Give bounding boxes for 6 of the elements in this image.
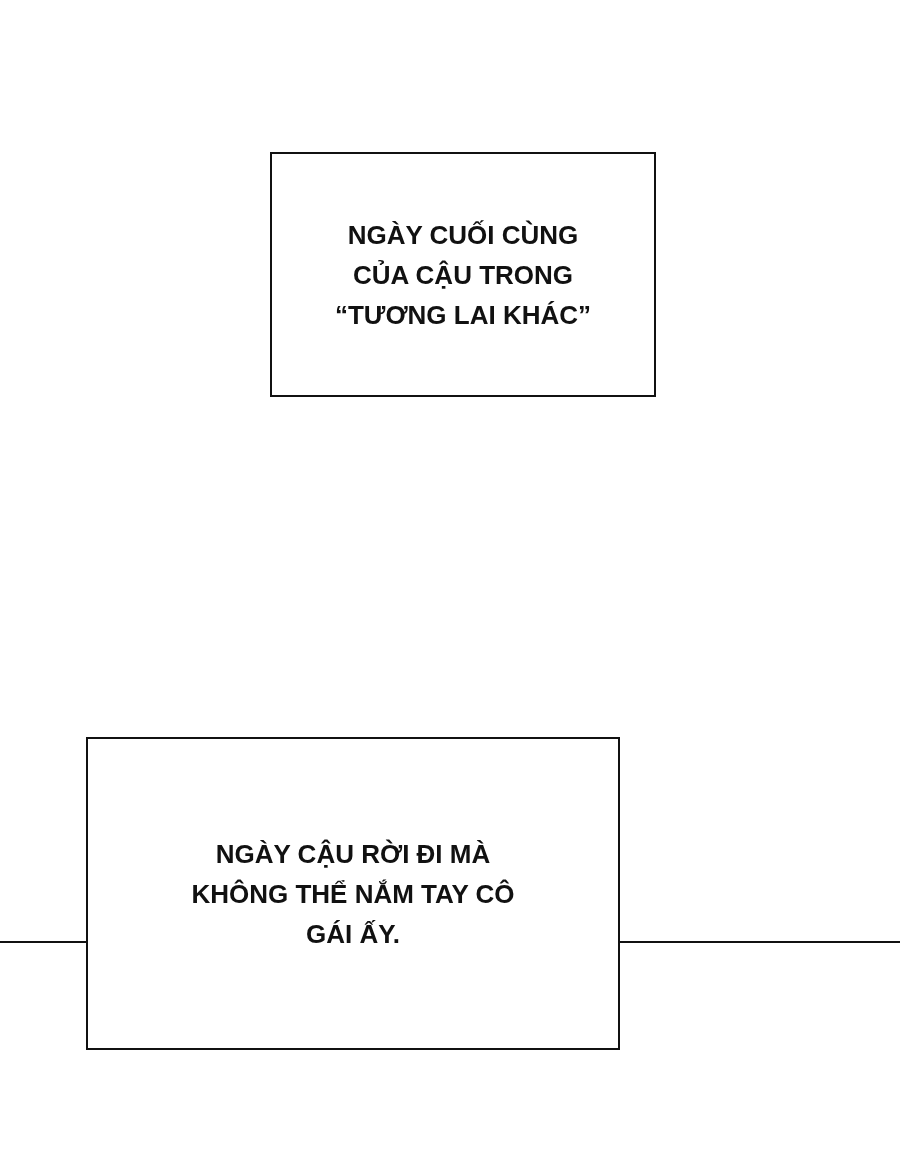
caption-box <box>270 152 656 397</box>
caption-box <box>86 737 620 1050</box>
caption-text: NGÀY CUỐI CÙNG CỦA CẬU TRONG “TƯƠNG LAI KHÁC” <box>333 218 593 332</box>
caption-text: NGÀY CẬU RỜI ĐI MÀ KHÔNG THỂ NẮM TAY CÔ GÁI ẤY. <box>190 837 516 951</box>
connector-line <box>0 941 87 943</box>
connector-line <box>619 941 900 943</box>
